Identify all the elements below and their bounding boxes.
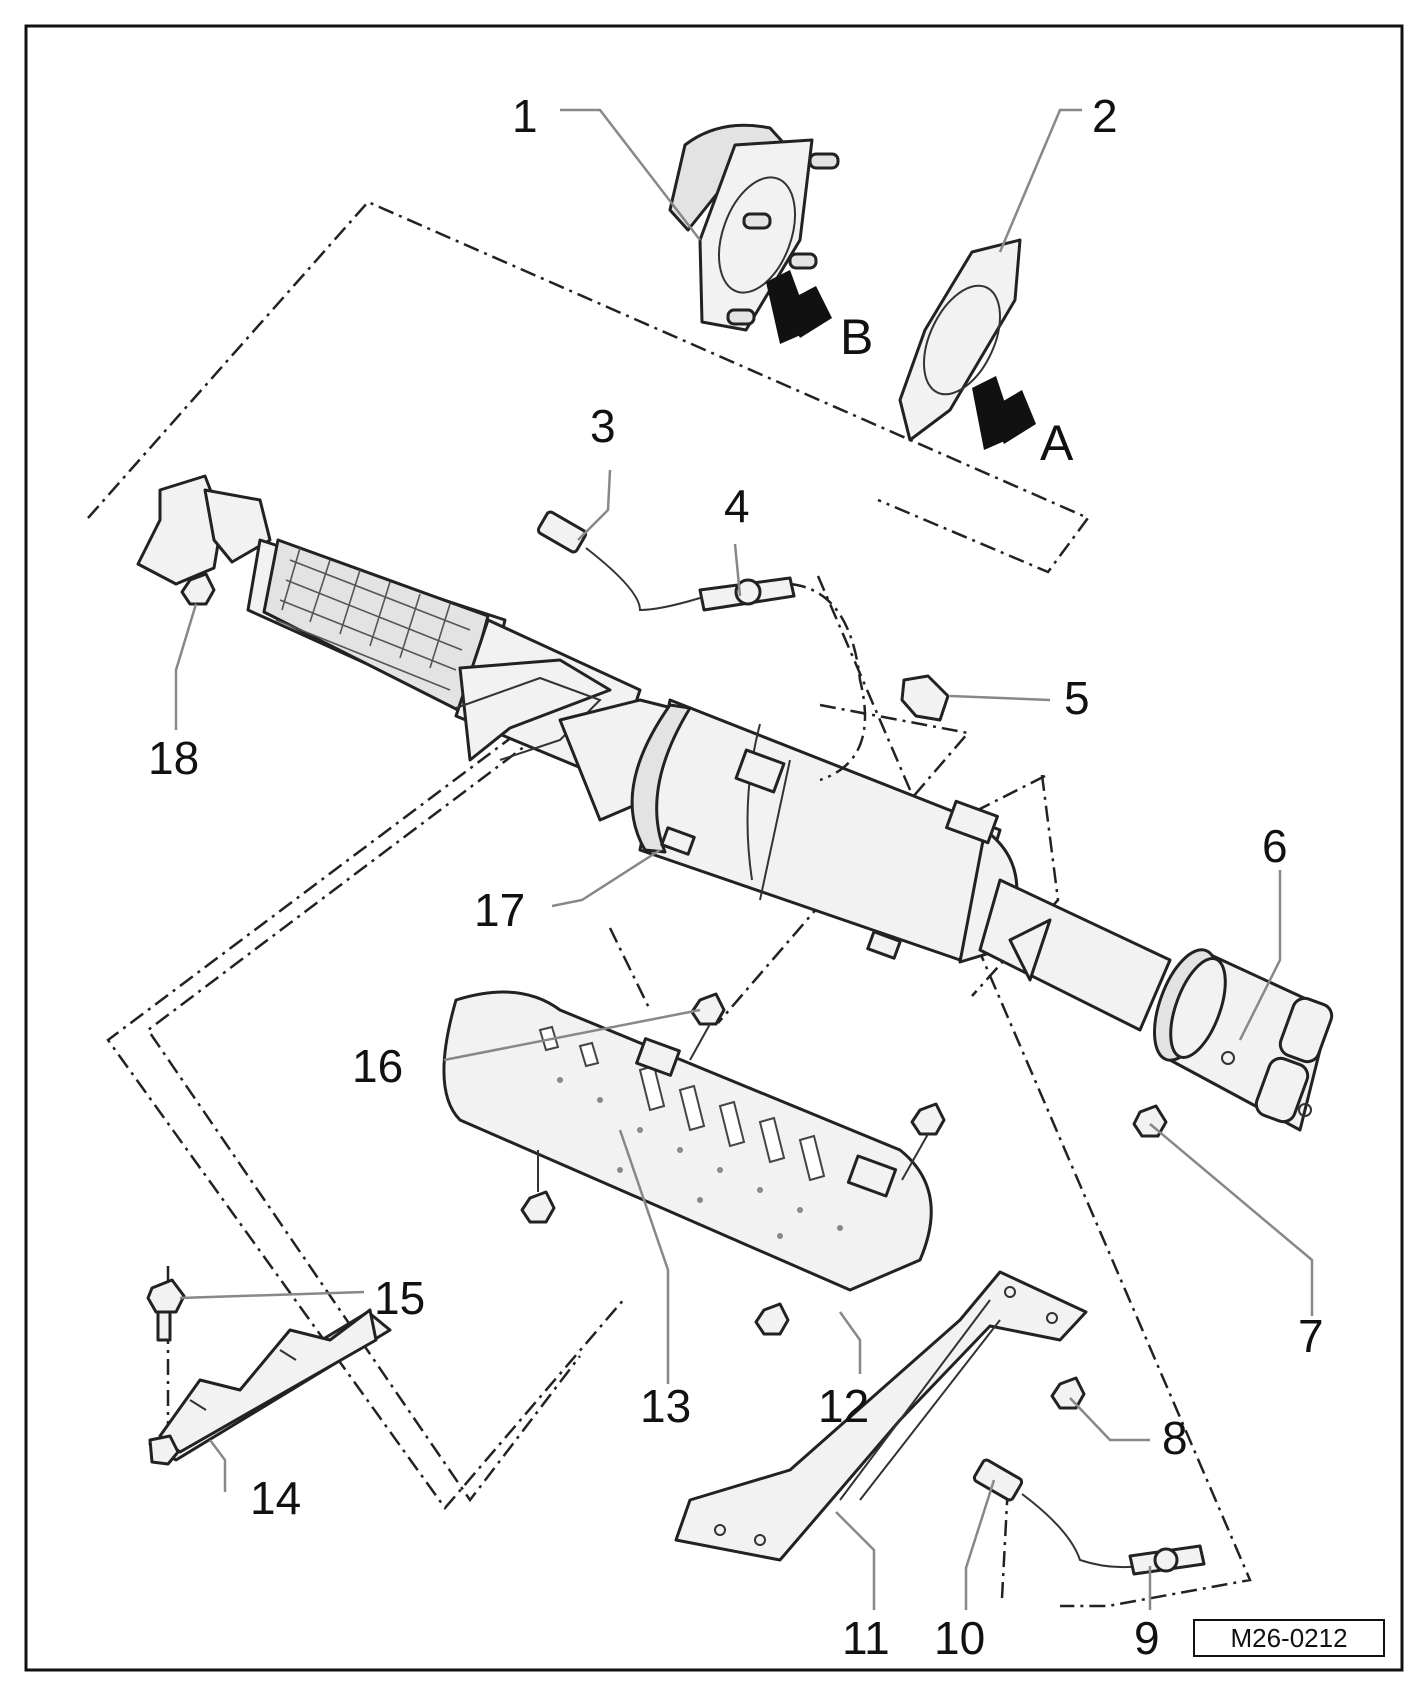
diagram-frame	[24, 24, 1404, 1672]
leader-lines	[174, 108, 1314, 1610]
part-9-10-sensor	[972, 1458, 1206, 1576]
part-3-4-sensor	[536, 510, 796, 612]
figure-code: M26-0212	[1230, 1623, 1347, 1653]
label-11: 11	[842, 1612, 890, 1664]
label-15: 15	[374, 1272, 425, 1324]
label-10: 10	[934, 1612, 985, 1664]
part-1-exhaust-flange-with-studs	[668, 123, 840, 332]
part-13-heat-shield	[442, 990, 933, 1292]
label-16: 16	[352, 1040, 403, 1092]
label-18: 18	[148, 732, 199, 784]
arrow-a	[972, 376, 1036, 450]
part-5-clip	[900, 674, 950, 722]
label-2: 2	[1092, 90, 1118, 142]
label-6: 6	[1262, 820, 1288, 872]
label-7: 7	[1298, 1310, 1324, 1362]
part-15-bolt	[146, 1278, 186, 1466]
label-5: 5	[1064, 672, 1090, 724]
figure-code-box: M26-0212	[1193, 1619, 1385, 1657]
callout-labels: 1 2 3 4 5 6 7 8 9 10 11 12 13 14 15 16 1…	[148, 90, 1324, 1664]
label-12: 12	[818, 1380, 869, 1432]
label-14: 14	[250, 1472, 301, 1524]
part-6-clamp	[1153, 948, 1334, 1132]
part-11-bracket	[674, 1270, 1088, 1562]
part-16-bolts	[520, 992, 726, 1224]
label-1: 1	[512, 90, 538, 142]
arrow-b	[766, 270, 832, 344]
part-18-nut	[180, 572, 216, 606]
part-12-bolts	[754, 1102, 946, 1336]
label-17: 17	[474, 884, 525, 936]
label-8: 8	[1162, 1412, 1188, 1464]
label-3: 3	[590, 400, 616, 452]
label-9: 9	[1134, 1612, 1160, 1664]
sensor-cable-1	[789, 582, 867, 782]
part-8-nut	[1050, 1376, 1086, 1410]
part-2-gasket	[898, 238, 1022, 442]
part-17-particulate-filter	[558, 698, 1019, 964]
arrow-label-a: A	[1040, 415, 1074, 471]
part-14-bracket	[148, 1308, 392, 1462]
label-4: 4	[724, 480, 750, 532]
arrow-label-b: B	[840, 309, 873, 365]
tail-pipe	[978, 878, 1172, 1032]
part-7-nut	[1132, 1104, 1168, 1138]
label-13: 13	[640, 1380, 691, 1432]
